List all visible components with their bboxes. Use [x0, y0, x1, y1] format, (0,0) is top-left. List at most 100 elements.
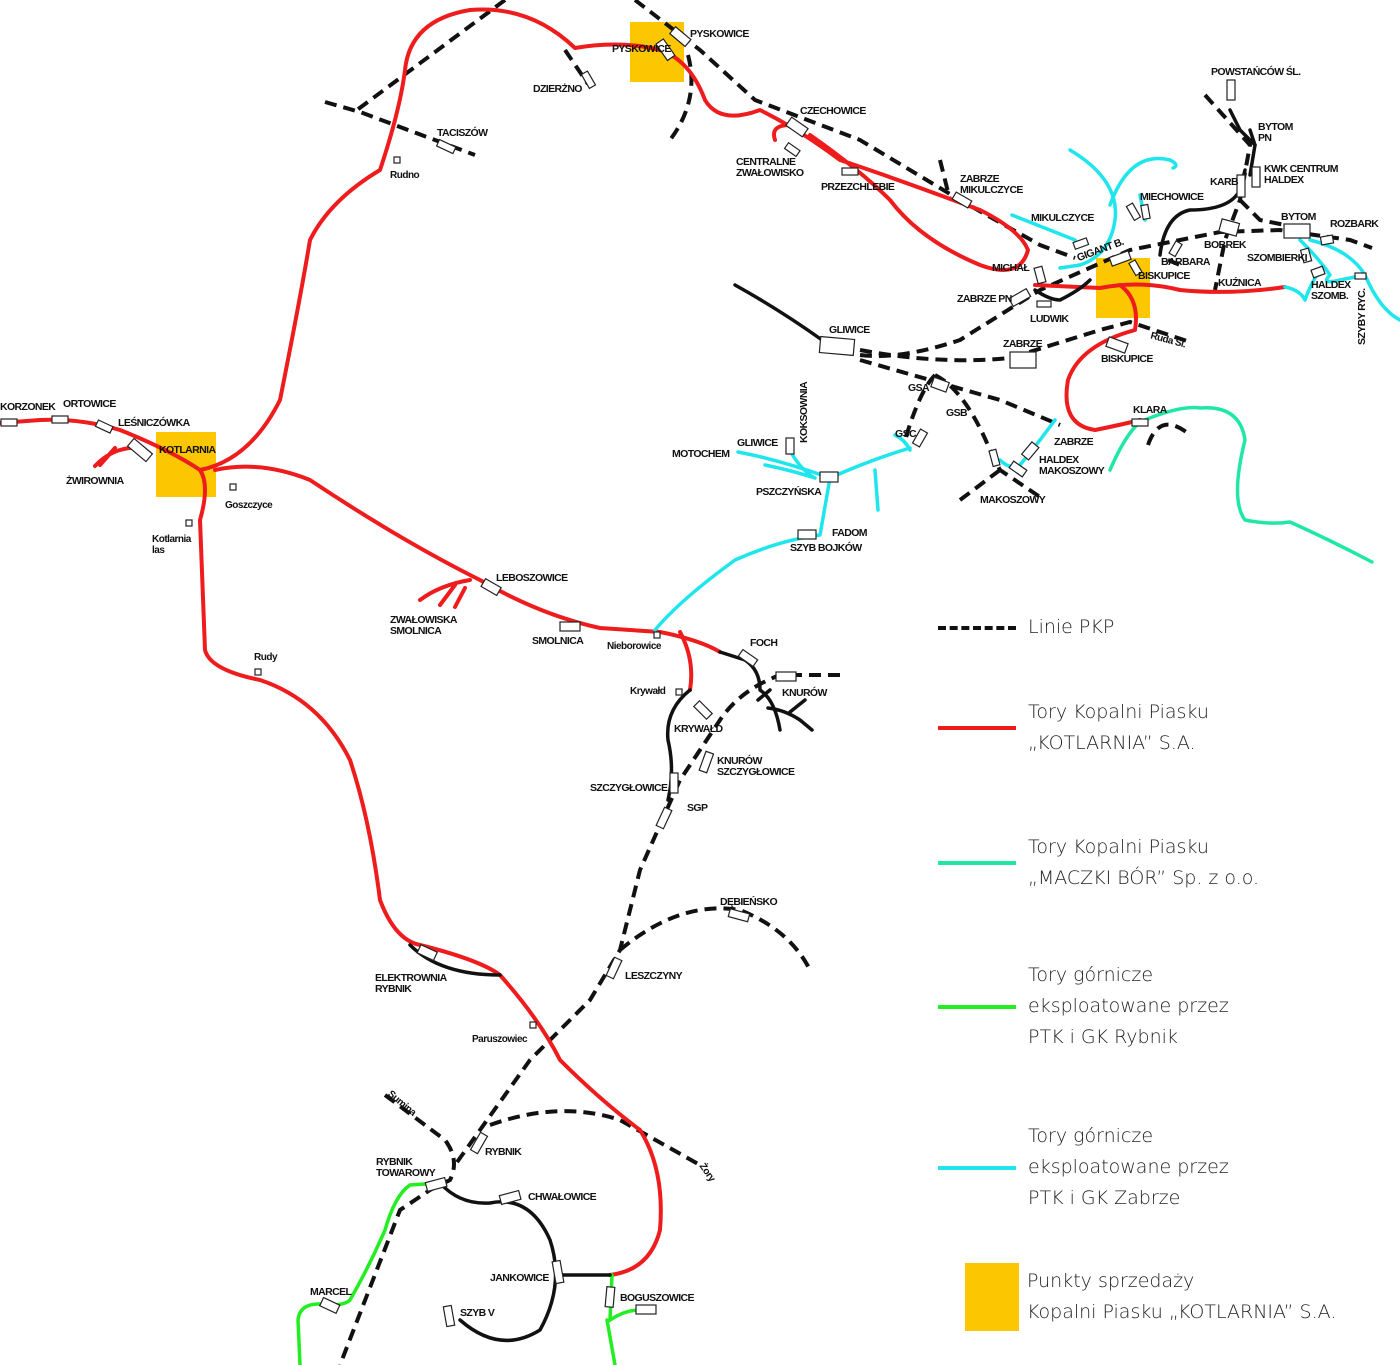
pkp-line[interactable]	[859, 227, 1373, 358]
pkp-line[interactable]	[1146, 422, 1192, 446]
station-marker[interactable]	[988, 448, 1001, 468]
town-marker[interactable]	[675, 688, 683, 696]
station-marker[interactable]	[1072, 237, 1090, 250]
mine-track[interactable]	[1033, 278, 1092, 302]
station-marker[interactable]	[1218, 218, 1241, 237]
station-marker[interactable]	[604, 1286, 616, 1308]
pkp-line[interactable]	[563, 48, 590, 86]
station-marker[interactable]	[435, 138, 457, 155]
station-marker[interactable]	[1319, 234, 1335, 246]
station-marker[interactable]	[480, 577, 502, 597]
station-marker[interactable]	[1008, 287, 1032, 308]
station-marker[interactable]	[0, 418, 18, 427]
station-marker[interactable]	[1226, 79, 1236, 101]
mine-track[interactable]	[733, 283, 824, 342]
station-marker[interactable]	[668, 25, 692, 48]
pkp-line[interactable]	[859, 358, 1061, 427]
pkp-line[interactable]	[489, 1109, 701, 1167]
town-marker[interactable]	[229, 483, 237, 491]
pkp-line[interactable]	[453, 673, 840, 1167]
kotlarnia-track[interactable]	[678, 630, 694, 692]
pkp-line[interactable]	[938, 159, 952, 201]
station-marker[interactable]	[1354, 272, 1367, 280]
pkp-line[interactable]	[903, 373, 937, 441]
kotlarnia-track[interactable]	[213, 464, 722, 654]
station-marker[interactable]	[727, 908, 751, 923]
station-marker[interactable]	[775, 671, 797, 682]
station-marker[interactable]	[1140, 203, 1151, 221]
maczki-track[interactable]	[1108, 405, 1374, 564]
station-marker[interactable]	[930, 376, 951, 393]
zabrze-track[interactable]	[893, 433, 912, 452]
station-marker[interactable]	[469, 1131, 489, 1155]
pkp-line[interactable]	[934, 373, 1042, 499]
station-marker[interactable]	[1310, 265, 1326, 279]
pkp-line[interactable]	[338, 1093, 456, 1365]
station-marker[interactable]	[1108, 250, 1132, 267]
zabrze-track[interactable]	[1058, 148, 1118, 270]
station-marker[interactable]	[94, 419, 114, 434]
zabrze-track[interactable]	[1108, 156, 1178, 207]
station-marker[interactable]	[785, 437, 795, 455]
station-marker[interactable]	[1131, 418, 1149, 427]
station-marker[interactable]	[442, 1304, 456, 1328]
zabrze-track[interactable]	[1298, 238, 1400, 322]
station-marker[interactable]	[818, 335, 856, 357]
pkp-line[interactable]	[633, 0, 1076, 260]
station-marker[interactable]	[1008, 460, 1028, 478]
rybnik-track[interactable]	[296, 1181, 442, 1365]
station-marker[interactable]	[551, 1259, 565, 1285]
kotlarnia-track[interactable]	[0, 7, 1030, 472]
zabrze-track[interactable]	[653, 476, 832, 632]
station-marker[interactable]	[951, 191, 973, 209]
mine-track[interactable]	[718, 650, 814, 732]
station-marker[interactable]	[318, 1296, 341, 1315]
station-marker[interactable]	[1009, 351, 1037, 369]
station-marker[interactable]	[1105, 336, 1129, 354]
station-marker[interactable]	[785, 116, 809, 138]
pkp-line[interactable]	[324, 100, 476, 157]
station-marker[interactable]	[1020, 441, 1040, 461]
zabrze-track[interactable]	[873, 468, 880, 512]
station-marker[interactable]	[698, 750, 715, 774]
station-marker[interactable]	[841, 167, 859, 176]
station-marker[interactable]	[1036, 300, 1052, 308]
station-marker[interactable]	[580, 70, 597, 90]
station-marker[interactable]	[655, 38, 676, 62]
town-marker[interactable]	[254, 668, 262, 676]
station-marker[interactable]	[498, 1189, 522, 1206]
station-marker[interactable]	[51, 415, 69, 424]
town-marker[interactable]	[393, 156, 401, 164]
station-marker[interactable]	[911, 428, 929, 448]
pkp-line[interactable]	[1238, 198, 1301, 230]
kotlarnia-track[interactable]	[198, 468, 663, 1277]
station-marker[interactable]	[655, 806, 673, 830]
pkp-line[interactable]	[618, 906, 812, 971]
station-marker[interactable]	[126, 437, 154, 463]
station-marker[interactable]	[1236, 174, 1246, 198]
station-marker[interactable]	[1283, 223, 1311, 239]
pkp-line[interactable]	[355, 0, 507, 112]
station-marker[interactable]	[783, 141, 801, 158]
station-marker[interactable]	[797, 529, 817, 540]
mine-track[interactable]	[1228, 108, 1257, 147]
mine-track[interactable]	[438, 1181, 558, 1343]
station-marker[interactable]	[669, 772, 679, 794]
station-marker[interactable]	[605, 956, 623, 980]
station-marker[interactable]	[819, 471, 839, 483]
pkp-line[interactable]	[958, 468, 1002, 502]
station-marker[interactable]	[424, 1176, 448, 1193]
pkp-line[interactable]	[859, 319, 1191, 363]
station-marker[interactable]	[692, 699, 714, 721]
station-marker[interactable]	[559, 621, 581, 632]
kotlarnia-track[interactable]	[418, 578, 472, 609]
station-marker[interactable]	[1299, 247, 1313, 264]
station-marker[interactable]	[416, 943, 439, 962]
town-marker[interactable]	[185, 519, 193, 527]
kotlarnia-track[interactable]	[93, 446, 132, 468]
station-marker[interactable]	[1251, 166, 1261, 188]
pkp-line[interactable]	[668, 54, 694, 142]
station-marker[interactable]	[635, 1304, 657, 1315]
station-marker[interactable]	[1125, 202, 1142, 222]
station-marker[interactable]	[737, 648, 759, 668]
